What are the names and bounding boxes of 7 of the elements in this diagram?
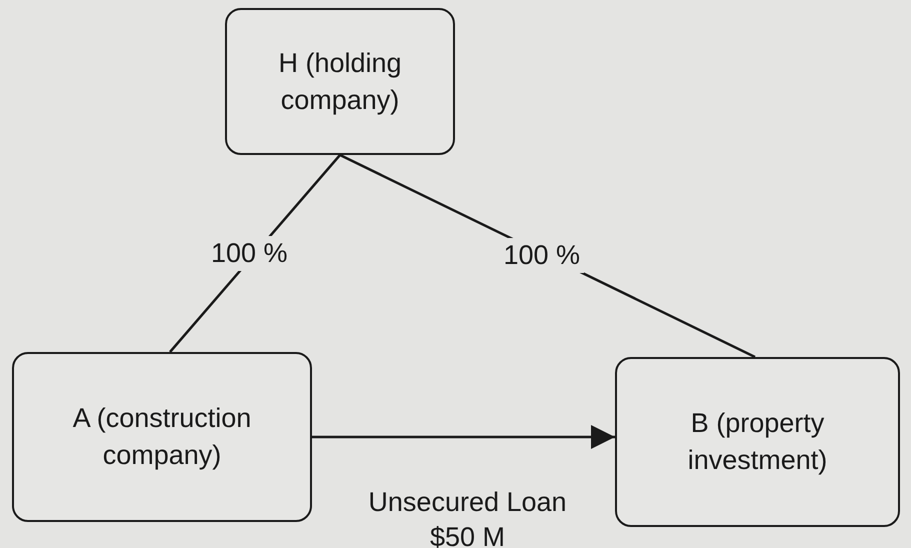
box-label: H (holding company) — [277, 46, 403, 117]
arrow — [312, 425, 615, 449]
box-label: B (property investment) — [686, 407, 828, 477]
box-label: A (construction company) — [72, 402, 252, 472]
rounded-box — [615, 357, 900, 527]
rounded-box — [225, 8, 455, 155]
rounded-box — [12, 352, 312, 522]
